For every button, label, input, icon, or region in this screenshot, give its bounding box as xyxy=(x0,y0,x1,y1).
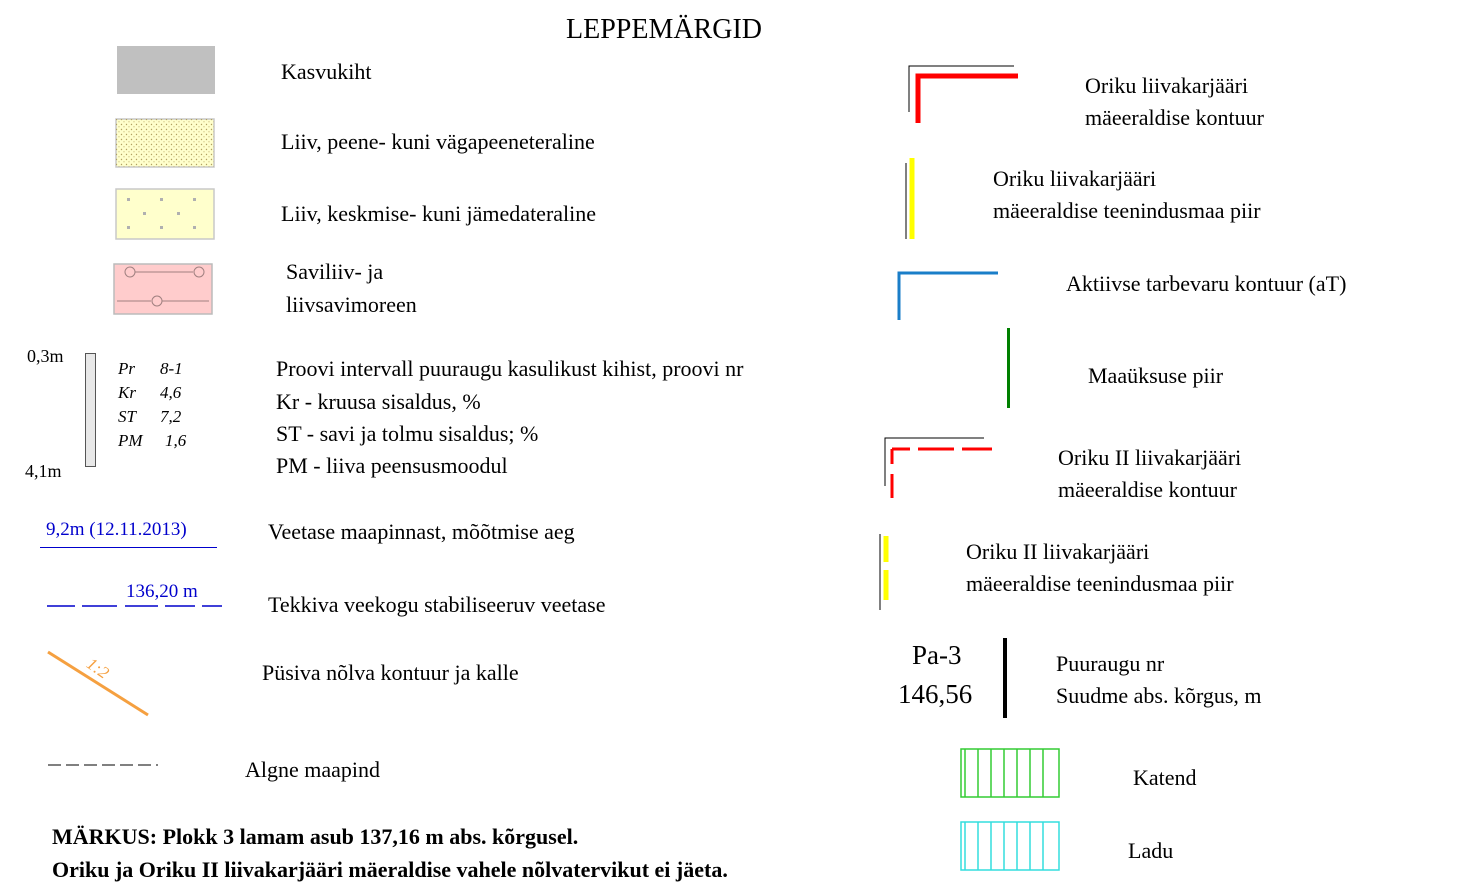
oriku2-contour-label-2: mäeeraldise kontuur xyxy=(1058,477,1237,502)
sample-bottom-depth: 4,1m xyxy=(25,461,62,481)
ground-line xyxy=(48,764,158,766)
sample-row-st-key: ST xyxy=(118,407,136,426)
oriku2-service-label-2: mäeeraldise teenindusmaa piir xyxy=(966,571,1234,596)
moraine-swatch xyxy=(113,263,213,315)
oriku2-contour-symbol xyxy=(884,437,992,498)
sample-desc-1: Proovi intervall puuraugu kasulikust kih… xyxy=(276,356,744,381)
sample-row-pr-key: Pr xyxy=(118,359,135,378)
fine-sand-swatch xyxy=(115,118,215,168)
overburden-label: Katend xyxy=(1133,765,1197,790)
borehole-elevation: 146,56 xyxy=(898,679,973,709)
oriku2-service-label-1: Oriku II liivakarjääri xyxy=(966,539,1150,564)
oriku-service-boundary-symbol xyxy=(905,158,915,239)
oriku-contour-label-1: Oriku liivakarjääri xyxy=(1085,73,1249,98)
sample-desc-4: PM - liiva peensusmoodul xyxy=(276,453,508,478)
borehole-id: Pa-3 xyxy=(912,640,962,670)
coarse-sand-swatch xyxy=(115,188,215,240)
stockpile-swatch xyxy=(960,821,1060,871)
topsoil-swatch xyxy=(117,46,215,94)
water-level-value: 9,2m (12.11.2013) xyxy=(46,519,187,540)
oriku2-service-boundary-symbol xyxy=(879,534,889,610)
stable-level-value: 136,20 m xyxy=(126,581,198,602)
borehole-marker-line xyxy=(1003,638,1007,718)
sample-top-depth: 0,3m xyxy=(27,346,64,366)
land-unit-label: Maaüksuse piir xyxy=(1088,363,1224,388)
moraine-label-1: Saviliiv- ja xyxy=(286,259,384,284)
slope-label: Püsiva nõlva kontuur ja kalle xyxy=(262,660,519,685)
active-reserve-contour-symbol xyxy=(897,271,998,320)
moraine-label-2: liivsavimoreen xyxy=(286,292,417,317)
stockpile-label: Ladu xyxy=(1128,838,1174,863)
topsoil-label: Kasvukiht xyxy=(281,59,372,84)
land-unit-boundary-line xyxy=(1007,328,1010,408)
water-level-line xyxy=(40,547,217,548)
sample-row-st-value: 7,2 xyxy=(160,407,182,426)
water-level-label: Veetase maapinnast, mõõtmise aeg xyxy=(268,519,575,544)
slope-line xyxy=(47,650,149,717)
oriku2-contour-label-1: Oriku II liivakarjääri xyxy=(1058,445,1242,470)
sample-row-kr-key: Kr xyxy=(118,383,136,402)
sample-interval-bar xyxy=(85,353,96,467)
sample-row-pr-value: 8-1 xyxy=(160,359,183,378)
oriku-service-label-2: mäeeraldise teenindusmaa piir xyxy=(993,198,1261,223)
overburden-swatch xyxy=(960,748,1060,798)
ground-label: Algne maapind xyxy=(245,757,381,782)
oriku-contour-symbol xyxy=(908,65,1018,123)
legend-title: LEPPEMÄRGID xyxy=(565,14,762,45)
sample-desc-2: Kr - kruusa sisaldus, % xyxy=(276,389,481,414)
active-reserve-label: Aktiivse tarbevaru kontuur (aT) xyxy=(1066,271,1347,296)
sample-row-pm-value: 1,6 xyxy=(165,431,187,450)
sample-row-kr-value: 4,6 xyxy=(160,383,182,402)
sample-row-pm-key: PM xyxy=(118,431,143,450)
oriku-service-label-1: Oriku liivakarjääri xyxy=(993,166,1157,191)
coarse-sand-label: Liiv, keskmise- kuni jämedateraline xyxy=(281,201,597,226)
sample-desc-3: ST - savi ja tolmu sisaldus; % xyxy=(276,421,539,446)
note-line-1: MÄRKUS: Plokk 3 lamam asub 137,16 m abs.… xyxy=(52,824,579,849)
note-line-2: Oriku ja Oriku II liivakarjääri mäeraldi… xyxy=(52,857,728,882)
oriku-contour-label-2: mäeeraldise kontuur xyxy=(1085,105,1264,130)
stable-level-line xyxy=(47,605,222,607)
borehole-label-1: Puuraugu nr xyxy=(1056,651,1165,676)
stable-level-label: Tekkiva veekogu stabiliseeruv veetase xyxy=(268,592,606,617)
borehole-label-2: Suudme abs. kõrgus, m xyxy=(1056,683,1262,708)
fine-sand-label: Liiv, peene- kuni vägapeeneteraline xyxy=(281,129,595,154)
